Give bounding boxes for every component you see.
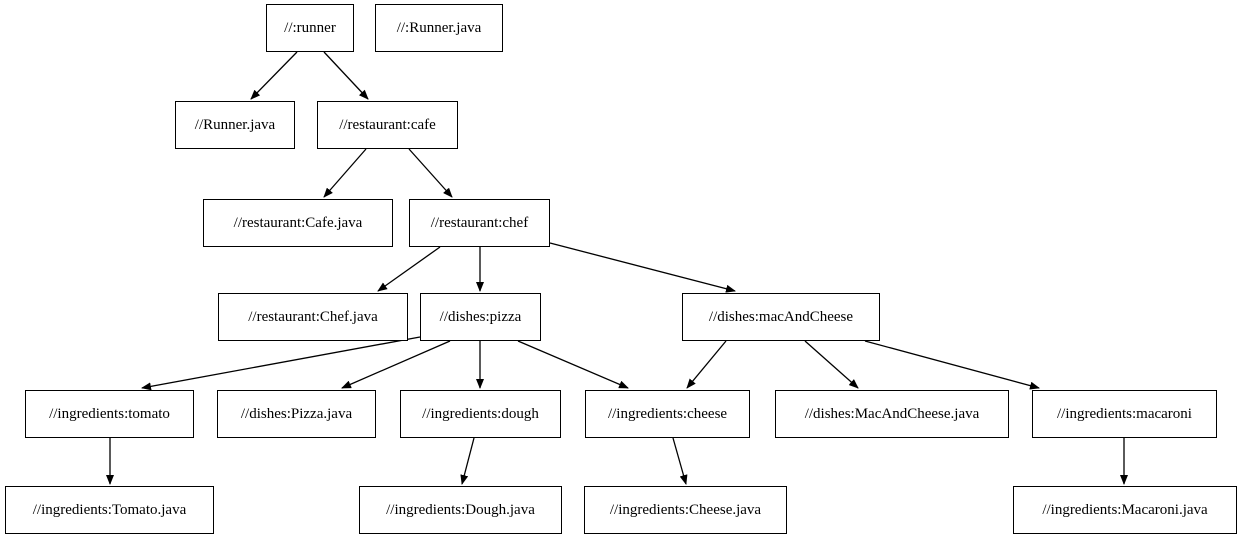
graph-node-label: //:Runner.java <box>396 19 482 36</box>
graph-node-dishes_pizza[interactable]: //dishes:pizza <box>420 293 541 341</box>
graph-node-label: //ingredients:Tomato.java <box>32 501 187 518</box>
graph-node-label: //dishes:Pizza.java <box>240 405 353 422</box>
graph-node-ingredients_tomato[interactable]: //ingredients:tomato <box>25 390 194 438</box>
graph-node-dishes_mac_java[interactable]: //dishes:MacAndCheese.java <box>775 390 1009 438</box>
graph-node-label: //restaurant:Cafe.java <box>233 214 363 231</box>
graph-node-label: //Runner.java <box>194 116 276 133</box>
graph-node-ingredients_cheese[interactable]: //ingredients:cheese <box>585 390 750 438</box>
graph-node-restaurant_cafe_java[interactable]: //restaurant:Cafe.java <box>203 199 393 247</box>
graph-node-label: //dishes:pizza <box>439 308 522 325</box>
graph-node-ingredients_macaroni_java[interactable]: //ingredients:Macaroni.java <box>1013 486 1237 534</box>
graph-node-ingredients_macaroni[interactable]: //ingredients:macaroni <box>1032 390 1217 438</box>
graph-node-dishes_pizza_java[interactable]: //dishes:Pizza.java <box>217 390 376 438</box>
graph-node-ingredients_tomato_java[interactable]: //ingredients:Tomato.java <box>5 486 214 534</box>
graph-node-dishes_macandcheese[interactable]: //dishes:macAndCheese <box>682 293 880 341</box>
graph-node-restaurant_chef_java[interactable]: //restaurant:Chef.java <box>218 293 408 341</box>
graph-node-label: //ingredients:Cheese.java <box>609 501 762 518</box>
graph-node-label: //ingredients:tomato <box>49 405 170 422</box>
graph-node-label: //ingredients:Dough.java <box>386 501 535 518</box>
graph-node-ingredients_cheese_java[interactable]: //ingredients:Cheese.java <box>584 486 787 534</box>
graph-node-ingredients_dough[interactable]: //ingredients:dough <box>400 390 561 438</box>
graph-node-runner[interactable]: //:runner <box>266 4 354 52</box>
graph-node-restaurant_cafe[interactable]: //restaurant:cafe <box>317 101 458 149</box>
graph-node-label: //ingredients:Macaroni.java <box>1042 501 1208 518</box>
graph-node-label: //dishes:MacAndCheese.java <box>804 405 980 422</box>
graph-node-label: //restaurant:cafe <box>339 116 436 133</box>
graph-node-label: //ingredients:dough <box>422 405 539 422</box>
graph-node-label: //:runner <box>284 19 336 36</box>
graph-node-ingredients_dough_java[interactable]: //ingredients:Dough.java <box>359 486 562 534</box>
graph-node-runner_java_root[interactable]: //:Runner.java <box>375 4 503 52</box>
graph-node-label: //ingredients:cheese <box>607 405 728 422</box>
graph-node-label: //restaurant:chef <box>430 214 529 231</box>
graph-node-runner_java[interactable]: //Runner.java <box>175 101 295 149</box>
graph-node-label: //restaurant:Chef.java <box>248 308 378 325</box>
graph-node-label: //dishes:macAndCheese <box>708 308 854 325</box>
graph-node-restaurant_chef[interactable]: //restaurant:chef <box>409 199 550 247</box>
graph-node-label: //ingredients:macaroni <box>1057 405 1192 422</box>
